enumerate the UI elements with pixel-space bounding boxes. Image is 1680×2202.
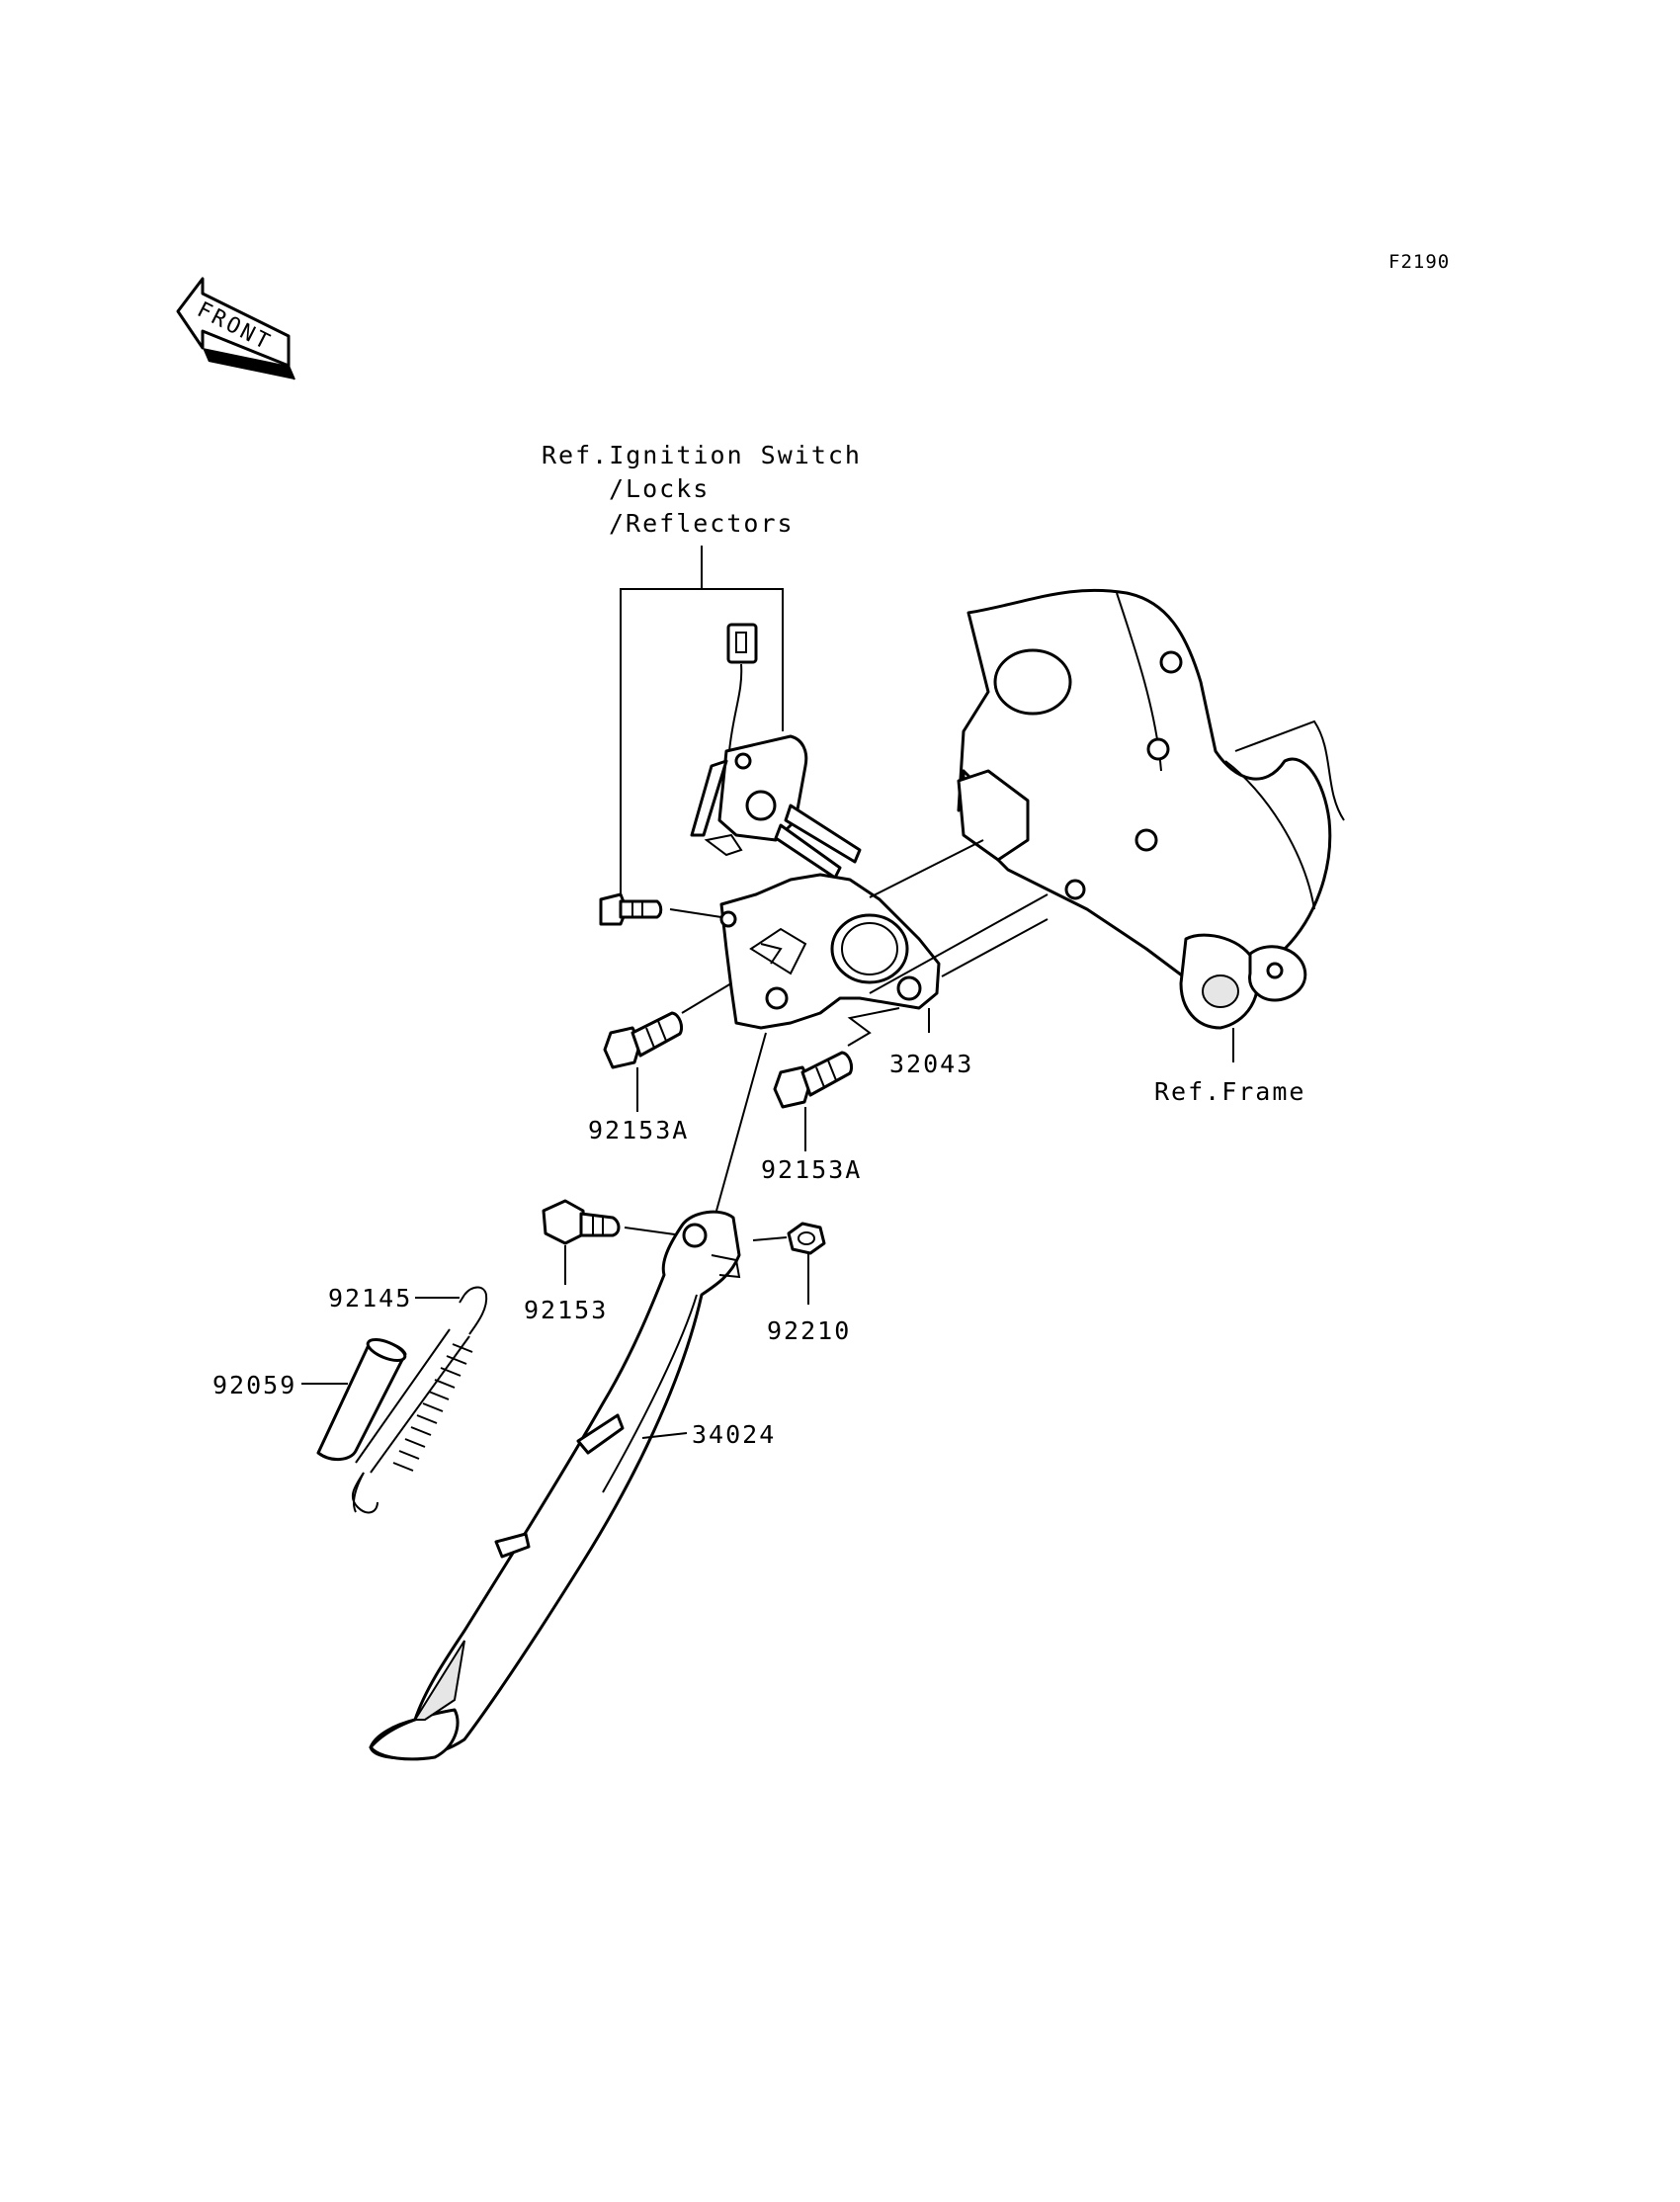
stand-label: 34024 (692, 1420, 776, 1449)
pivot-bolt-label: 92153 (524, 1296, 608, 1324)
guide-line-mid (869, 893, 1049, 994)
bracket-label: 32043 (889, 1050, 973, 1078)
guide-line-bot (941, 918, 1049, 977)
bolt-92153A-right-part (773, 1051, 854, 1109)
spring-92145-part (351, 1286, 488, 1514)
ignition-ref-line3: /Reflectors (609, 509, 795, 538)
bolt-left-label: 92153A (588, 1116, 689, 1144)
pivot-bolt-guide (624, 1227, 683, 1236)
stand-guide-line (715, 1032, 767, 1212)
bolt-right-guide (847, 1007, 900, 1047)
cover-92059-part (316, 1337, 407, 1461)
guide-line-top (869, 839, 984, 898)
ignition-ref-line2: /Locks (609, 474, 710, 503)
bracket-32043-part (719, 873, 941, 1030)
bolt-right-label: 92153A (761, 1155, 862, 1184)
bolt-left-guide (681, 982, 732, 1014)
side-stand-34024-part (369, 1210, 741, 1761)
cover-label: 92059 (212, 1371, 296, 1399)
nut-92210-part (787, 1222, 826, 1255)
spring-label: 92145 (328, 1284, 412, 1313)
ignition-ref-line1: Ref.Ignition Switch (542, 441, 862, 469)
ignition-bolt-guide (669, 908, 722, 918)
pivot-bolt-92153-part (542, 1199, 621, 1245)
nut-label: 92210 (767, 1316, 851, 1345)
ignition-switch-ref-part (690, 623, 862, 880)
diagram-code: F2190 (1388, 251, 1450, 273)
front-arrow-icon: FRONT (176, 277, 295, 381)
nut-guide (752, 1236, 788, 1241)
ignition-bolt-part (599, 892, 663, 926)
bolt-92153A-left-part (603, 1011, 684, 1069)
frame-ref-label: Ref.Frame (1154, 1077, 1305, 1106)
frame-ref-part (957, 588, 1345, 1030)
stand-leader (641, 1432, 688, 1439)
ignition-ref-bracket (620, 546, 784, 907)
